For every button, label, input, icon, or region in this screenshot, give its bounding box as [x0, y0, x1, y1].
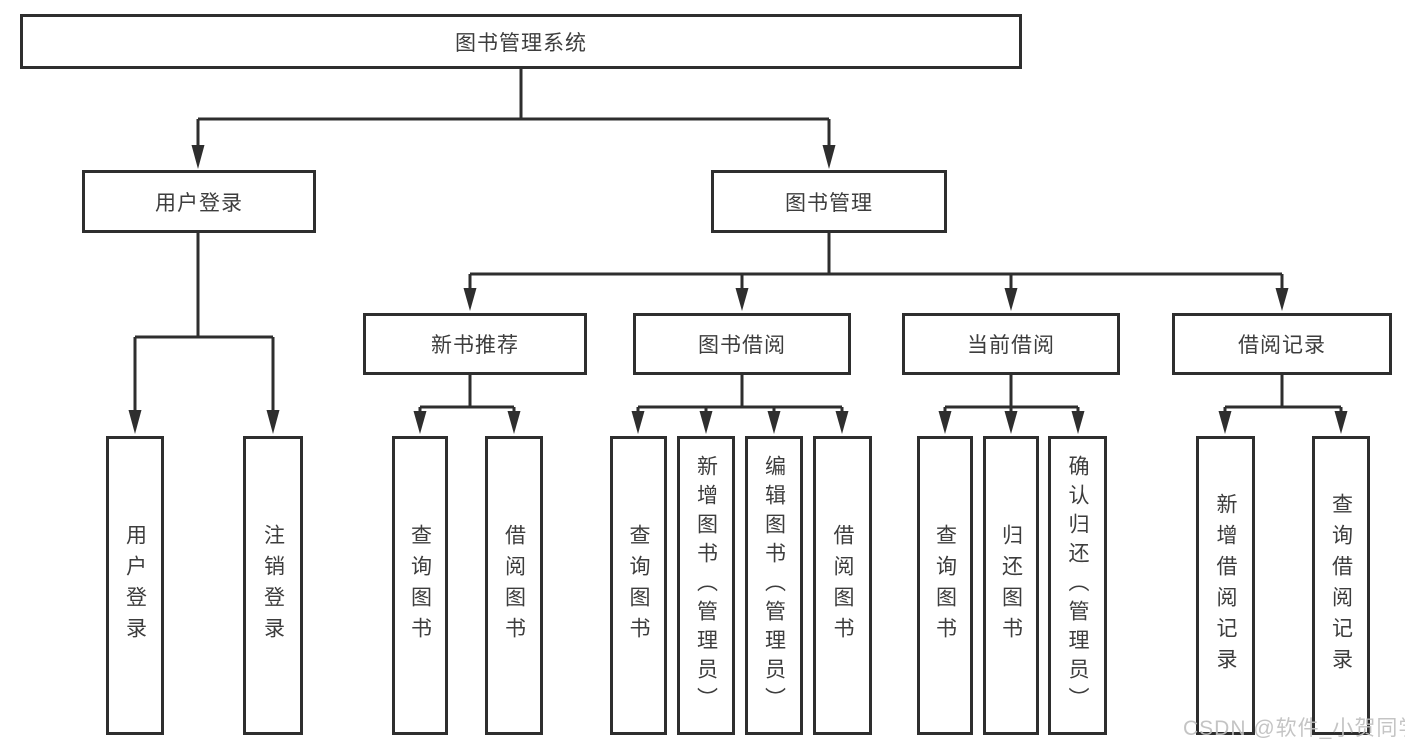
node-leaf-bb-add-books: 新增图书（管理员） — [677, 436, 735, 735]
node-leaf-logout: 注销登录 — [243, 436, 303, 735]
node-leaf-bb-borrow-books: 借阅图书 — [813, 436, 872, 735]
node-new-book-recommend: 新书推荐 — [363, 313, 587, 375]
node-book-borrowing-label: 图书借阅 — [698, 334, 786, 357]
node-leaf-rec-borrow-books: 借阅图书 — [485, 436, 543, 735]
node-leaf-rec-query-books-label: 查询图书 — [408, 523, 432, 648]
node-leaf-logout-label: 注销登录 — [261, 523, 285, 648]
node-leaf-rec-query-books: 查询图书 — [392, 436, 448, 735]
node-book-management-label: 图书管理 — [785, 191, 873, 215]
node-user-login-label: 用户登录 — [155, 191, 243, 215]
node-root-label: 图书管理系统 — [455, 31, 587, 55]
node-borrowing-records: 借阅记录 — [1172, 313, 1392, 375]
node-leaf-cb-confirm-return: 确认归还（管理员） — [1048, 436, 1107, 735]
node-leaf-bb-edit-books-label: 编辑图书（管理员） — [762, 455, 786, 716]
node-book-borrowing: 图书借阅 — [633, 313, 851, 375]
node-current-borrowing: 当前借阅 — [902, 313, 1120, 375]
node-leaf-cb-confirm-return-label: 确认归还（管理员） — [1066, 455, 1089, 716]
node-leaf-br-query-record-label: 查询借阅记录 — [1329, 492, 1353, 679]
node-leaf-cb-query-books: 查询图书 — [917, 436, 973, 735]
node-root: 图书管理系统 — [20, 14, 1022, 69]
node-leaf-br-add-record-label: 新增借阅记录 — [1214, 492, 1237, 679]
node-new-book-recommend-label: 新书推荐 — [431, 334, 519, 357]
node-leaf-bb-add-books-label: 新增图书（管理员） — [694, 455, 718, 716]
node-leaf-bb-query-books: 查询图书 — [610, 436, 667, 735]
node-leaf-cb-return-books-label: 归还图书 — [999, 523, 1023, 648]
csdn-watermark: CSDN @软件_小贺同学 — [1183, 717, 1405, 740]
node-leaf-bb-query-books-label: 查询图书 — [627, 523, 650, 648]
node-leaf-user-login-label: 用户登录 — [123, 523, 147, 648]
node-book-management: 图书管理 — [711, 170, 947, 233]
node-borrowing-records-label: 借阅记录 — [1238, 334, 1326, 357]
node-leaf-cb-return-books: 归还图书 — [983, 436, 1039, 735]
node-user-login: 用户登录 — [82, 170, 316, 233]
node-leaf-bb-edit-books: 编辑图书（管理员） — [745, 436, 803, 735]
node-leaf-br-add-record: 新增借阅记录 — [1196, 436, 1255, 735]
node-leaf-rec-borrow-books-label: 借阅图书 — [502, 523, 526, 648]
node-leaf-user-login: 用户登录 — [106, 436, 164, 735]
node-leaf-br-query-record: 查询借阅记录 — [1312, 436, 1370, 735]
node-leaf-bb-borrow-books-label: 借阅图书 — [831, 523, 854, 648]
node-current-borrowing-label: 当前借阅 — [967, 334, 1055, 357]
node-leaf-cb-query-books-label: 查询图书 — [933, 523, 957, 648]
